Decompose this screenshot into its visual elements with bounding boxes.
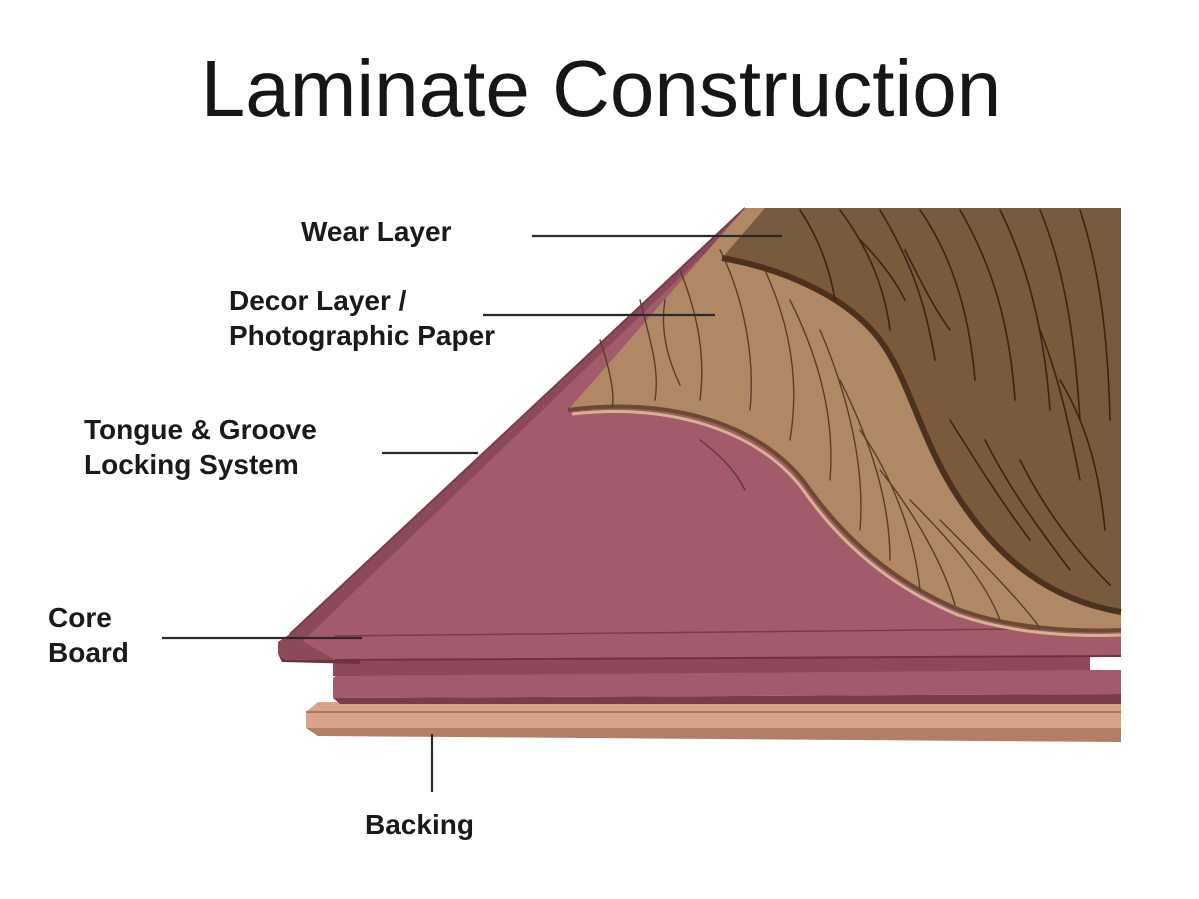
core-board-label-line1: Core (48, 602, 112, 633)
core-board-label-line2: Board (48, 637, 129, 668)
backing-layer (306, 702, 1121, 742)
tongue-groove-label-line1: Tongue & Groove (84, 414, 317, 445)
tongue-groove-label-line2: Locking System (84, 449, 299, 480)
decor-layer-label-line2: Photographic Paper (229, 320, 495, 351)
wear-layer-label: Wear Layer (301, 216, 452, 247)
backing-label: Backing (365, 809, 474, 840)
core-board-layer (278, 634, 1121, 704)
decor-layer-label-line1: Decor Layer / (229, 285, 407, 316)
page-title: Laminate Construction (201, 44, 1001, 133)
wear-layer (721, 208, 1122, 615)
